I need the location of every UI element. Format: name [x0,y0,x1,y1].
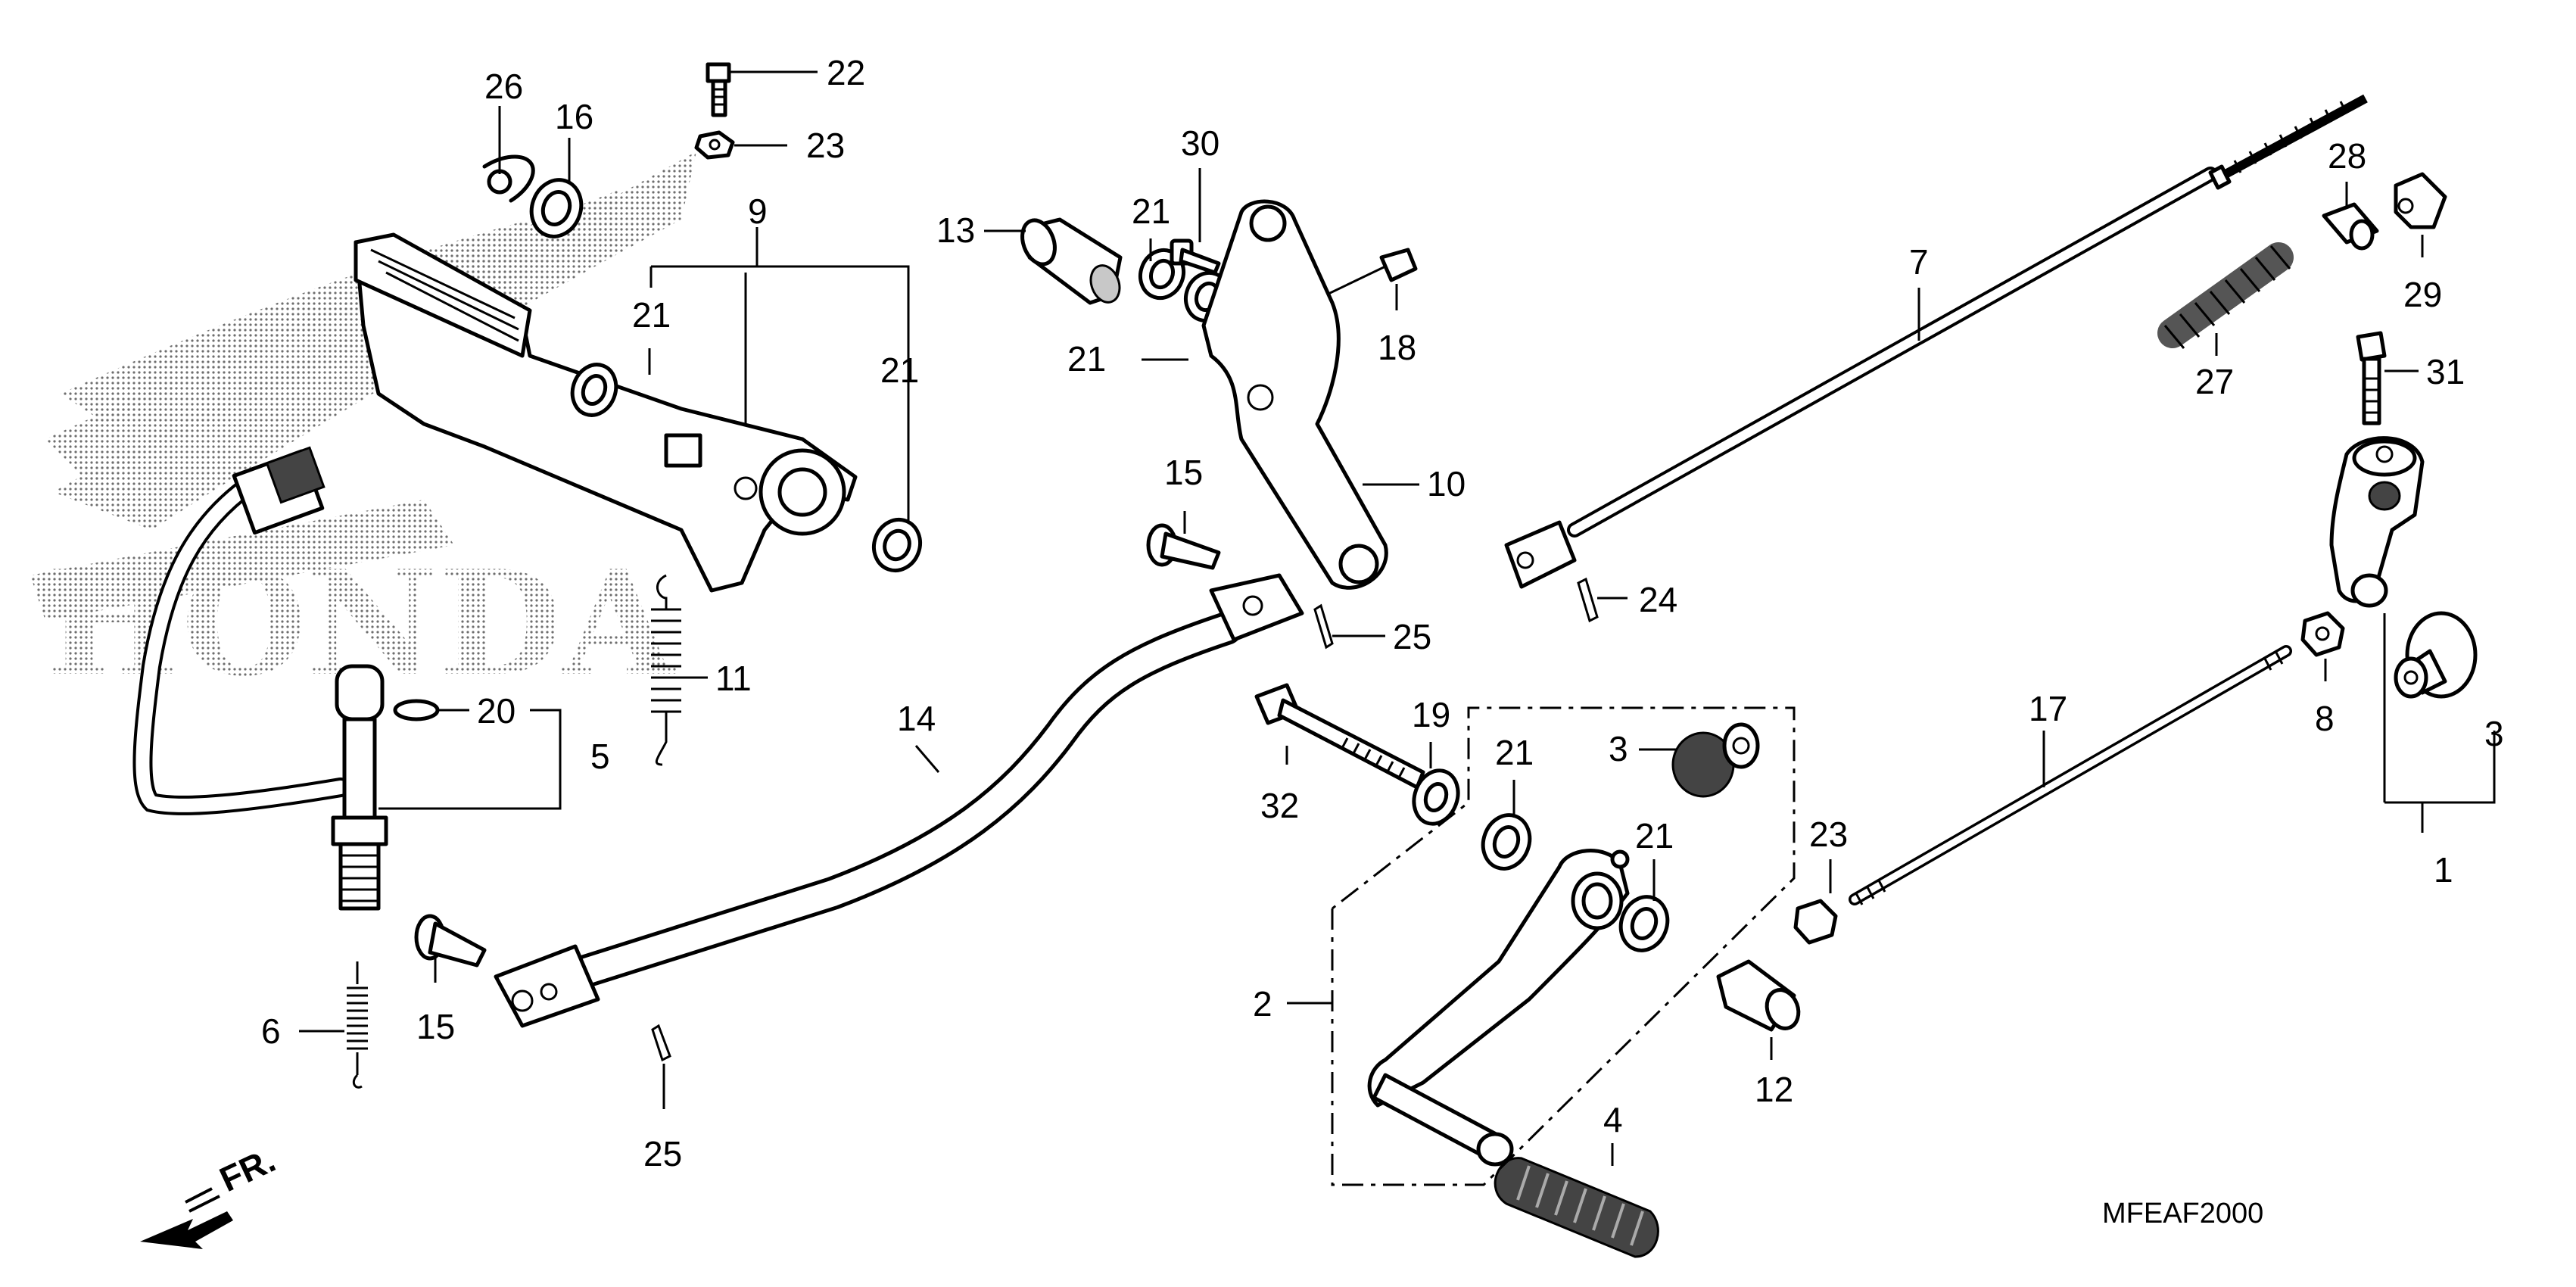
shift-rod-part-7 [1504,94,2368,589]
leader-lines [299,70,2496,1186]
collar-part-28 [2322,202,2379,251]
callout-14: 14 [897,699,936,738]
tie-rod-part-17 [1849,645,2292,905]
diagram-code: MFEAF2000 [2102,1198,2263,1229]
callout-32: 32 [1260,786,1299,825]
callout-28: 28 [2328,136,2366,176]
nut-part-23-bottom [1793,899,1838,945]
callout-21-c: 21 [1132,192,1170,231]
callout-23-bottom: 23 [1809,815,1848,854]
shift-pedal-part-2 [1367,849,1630,1167]
cotter-pin-part-24 [1577,577,1599,623]
callout-11: 11 [715,659,752,698]
callout-21-b: 21 [880,351,919,390]
shift-arm-part-1 [2329,436,2425,608]
callout-6: 6 [261,1011,281,1051]
callout-30: 30 [1181,123,1219,163]
spring-part-11 [651,574,681,766]
callout-2: 2 [1253,984,1272,1024]
callout-5: 5 [590,737,610,776]
link-arm-part-10 [1201,199,1388,590]
callout-21-e: 21 [1495,733,1534,772]
bolt-part-32 [1254,683,1425,790]
callout-3-right: 3 [2484,714,2504,753]
callout-15-center: 15 [1164,453,1203,492]
callout-10: 10 [1427,464,1466,503]
washer-part-21-a [570,363,618,417]
clip-part-20 [393,699,440,721]
callout-23-top: 23 [806,126,845,165]
callout-4: 4 [1603,1100,1623,1139]
spring-part-6 [347,961,368,1089]
front-marker-text: FR. [213,1140,281,1199]
callout-31: 31 [2426,352,2465,391]
callout-18: 18 [1378,328,1416,367]
washer-part-16 [529,178,584,238]
brake-rod-part-14 [494,573,1304,1028]
callout-21-a: 21 [632,295,671,335]
callout-3-center: 3 [1609,729,1628,768]
front-arrow-icon: FR. [140,1140,281,1249]
callout-29: 29 [2403,275,2442,314]
washer-part-19 [1412,768,1460,826]
callout-26: 26 [484,67,523,106]
callout-labels: 26 16 22 23 9 21 21 20 5 11 6 15 25 14 1… [261,53,2504,1173]
callout-9: 9 [748,192,768,231]
collar-part-13 [1020,217,1123,305]
washer-part-21-b [872,517,922,573]
callout-15-left: 15 [416,1007,455,1046]
spring-part-27 [2157,242,2294,349]
callout-13: 13 [936,210,975,250]
callout-1: 1 [2434,850,2453,890]
callout-21-d: 21 [1067,339,1106,379]
bolt-part-30 [1170,238,1221,275]
brake-pedal-part-9 [354,232,858,593]
callout-7: 7 [1909,242,1929,282]
callout-22: 22 [827,53,865,92]
cotter-pin-part-25-center [1313,603,1334,650]
washer-part-21-e [1481,813,1532,871]
callout-21-f: 21 [1635,816,1674,855]
callout-20: 20 [477,691,516,731]
callout-25-center: 25 [1393,617,1431,656]
cotter-pin-part-25-left [651,1024,671,1062]
nut-part-8 [2300,611,2345,657]
callout-27: 27 [2195,362,2234,401]
callout-19: 19 [1412,695,1450,734]
callout-12: 12 [1755,1070,1793,1109]
ball-joint-part-3-center [1671,722,1760,798]
collar-part-12 [1716,959,1801,1032]
callout-24: 24 [1639,580,1677,619]
bolt-part-22 [706,62,731,117]
nut-part-23-top [694,130,735,160]
ball-joint-part-29 [2394,172,2447,229]
callout-17: 17 [2029,689,2067,728]
ball-joint-part-3-right [2394,611,2478,699]
rubber-part-4 [1494,1157,1659,1258]
circlip-part-26 [482,154,535,203]
bolt-part-31 [2356,331,2387,425]
callout-8: 8 [2315,699,2335,738]
brake-light-switch-part-5 [132,446,388,911]
pin-part-15-center [1146,523,1221,570]
pin-part-15-left [414,914,487,968]
callout-25-left: 25 [643,1134,682,1173]
callout-16: 16 [555,97,593,136]
